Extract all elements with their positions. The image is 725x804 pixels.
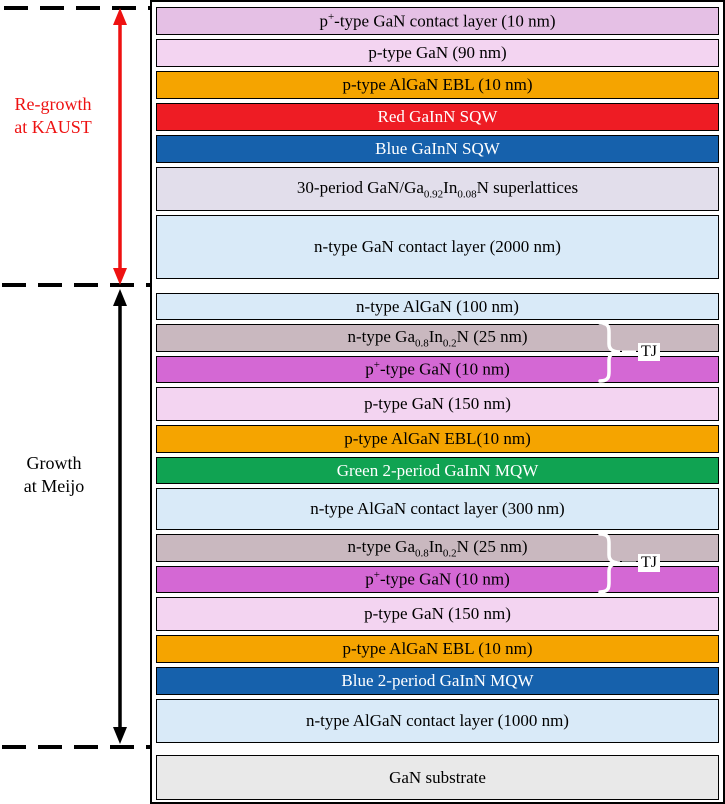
layer-label: p+-type GaN (10 nm) <box>365 569 510 589</box>
layer-label: n-type Ga0.8In0.2N (25 nm) <box>347 536 528 560</box>
layer-green-gainn-mqw: Green 2-period GaInN MQW <box>156 457 719 484</box>
growth-arrowhead-up <box>113 289 127 306</box>
tunnel-junction-annotation-1: TJ <box>596 320 660 384</box>
layer-p-plus-gan-tj2: p+-type GaN (10 nm) <box>156 566 719 593</box>
layer-label: Green 2-period GaInN MQW <box>336 460 539 480</box>
layer-red-gainn-sqw: Red GaInN SQW <box>156 103 719 131</box>
layer-p-algan-ebl-red: p-type AlGaN EBL (10 nm) <box>156 71 719 99</box>
regrowth-kaust-label: Re-growth at KAUST <box>0 93 106 140</box>
layer-label: p-type GaN (150 nm) <box>364 604 511 623</box>
layer-n-gan-contact-2000nm: n-type GaN contact layer (2000 nm) <box>156 215 719 279</box>
layer-p-plus-gan-tj1: p+-type GaN (10 nm) <box>156 356 719 383</box>
brace-icon <box>598 532 636 594</box>
layer-label: p+-type GaN contact layer (10 nm) <box>319 10 556 31</box>
regrowth-arrowhead-up <box>113 8 127 25</box>
epitaxial-stack: p+-type GaN contact layer (10 nm) p-type… <box>150 0 725 804</box>
layer-p-algan-ebl-blue: p-type AlGaN EBL (10 nm) <box>156 635 719 663</box>
growth-meijo-label: Growth at Meijo <box>8 452 100 499</box>
tj-label: TJ <box>638 554 660 572</box>
growth-label-line1: Growth <box>26 453 82 473</box>
layer-n-gainn-tj1: n-type Ga0.8In0.2N (25 nm) <box>156 324 719 352</box>
layer-blue-gainn-mqw: Blue 2-period GaInN MQW <box>156 667 719 695</box>
layer-gan-substrate: GaN substrate <box>156 755 719 800</box>
layer-label: p+-type GaN (10 nm) <box>365 359 510 379</box>
layer-blue-gainn-sqw: Blue GaInN SQW <box>156 135 719 163</box>
layer-p-gan-150nm-lower: p-type GaN (150 nm) <box>156 597 719 631</box>
growth-arrowhead-down <box>113 727 127 744</box>
layer-p-gan-90nm: p-type GaN (90 nm) <box>156 39 719 67</box>
layer-label: 30-period GaN/Ga0.92In0.08N superlattice… <box>296 177 579 201</box>
layer-label: Red GaInN SQW <box>377 107 498 126</box>
layer-label: p-type AlGaN EBL(10 nm) <box>344 429 531 448</box>
layer-label: GaN substrate <box>389 767 486 787</box>
layer-label: n-type Ga0.8In0.2N (25 nm) <box>347 326 528 350</box>
regrowth-label-line1: Re-growth <box>14 94 92 114</box>
growth-label-line2: at Meijo <box>23 476 85 497</box>
layer-label: n-type GaN contact layer (2000 nm) <box>314 237 561 256</box>
layer-superlattices: 30-period GaN/Ga0.92In0.08N superlattice… <box>156 167 719 211</box>
layer-label: Blue GaInN SQW <box>375 139 500 158</box>
layer-n-gainn-tj2: n-type Ga0.8In0.2N (25 nm) <box>156 534 719 562</box>
regrowth-label-line2: at KAUST <box>14 117 92 138</box>
layer-p-algan-ebl-green: p-type AlGaN EBL(10 nm) <box>156 425 719 453</box>
layer-label: p-type GaN (150 nm) <box>364 394 511 413</box>
layer-p-gan-150nm-upper: p-type GaN (150 nm) <box>156 387 719 421</box>
annotation-panel <box>2 6 152 749</box>
layer-p-plus-gan-contact-10nm: p+-type GaN contact layer (10 nm) <box>156 7 719 35</box>
layer-label: Blue 2-period GaInN MQW <box>341 671 534 690</box>
tunnel-junction-annotation-2: TJ <box>596 531 660 595</box>
layer-label: p-type GaN (90 nm) <box>368 43 507 62</box>
tj-label: TJ <box>638 343 660 361</box>
layer-n-algan-contact-300nm: n-type AlGaN contact layer (300 nm) <box>156 488 719 530</box>
regrowth-arrowhead-down <box>113 268 127 285</box>
brace-icon <box>598 321 636 383</box>
layer-label: p-type AlGaN EBL (10 nm) <box>342 75 533 94</box>
layer-label: p-type AlGaN EBL (10 nm) <box>342 639 533 658</box>
layer-label: n-type AlGaN contact layer (1000 nm) <box>306 711 569 730</box>
layer-n-algan-contact-1000nm: n-type AlGaN contact layer (1000 nm) <box>156 699 719 743</box>
layer-label: n-type AlGaN contact layer (300 nm) <box>310 499 565 518</box>
layer-n-algan-100nm: n-type AlGaN (100 nm) <box>156 293 719 320</box>
layer-label: n-type AlGaN (100 nm) <box>356 296 519 316</box>
